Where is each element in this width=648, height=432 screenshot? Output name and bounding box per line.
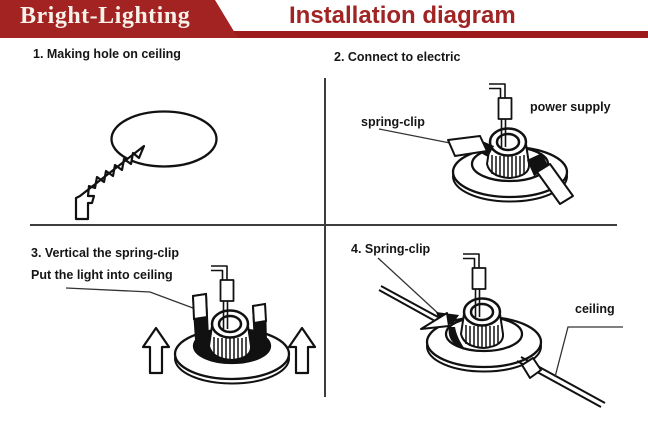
spring-clip-left [420,312,450,330]
hole-saw-illustration [74,110,218,221]
leader-line [378,128,451,144]
up-arrow-icon [287,326,317,375]
clip-right-white [251,302,268,325]
spring-clip-right [536,163,574,205]
leader-line [65,287,202,312]
page-title: Installation diagram [289,2,516,29]
leader-line [377,257,442,317]
step1-title: 1. Making hole on ceiling [33,47,181,61]
downlight-installed-illustration [377,252,623,408]
header-red-stripe [0,31,648,38]
spring-clip-right [521,357,542,379]
quadrant-divider-vertical [324,78,326,397]
brand-banner: Bright-Lighting [0,0,238,38]
ceiling-label: ceiling [575,302,615,316]
brand-logo-text: Bright-Lighting [20,3,191,29]
step4-title: 4. Spring-clip [351,242,431,256]
step3-title-line2: Put the light into ceiling [31,268,173,282]
step3-title-line1: 3. Vertical the spring-clip [31,246,179,260]
leader-line [554,326,623,378]
spring-clip-left [447,135,488,157]
up-arrow-icon [141,326,171,375]
power-supply-label: power supply [530,100,611,114]
spring-clip-label: spring-clip [361,115,425,129]
saw-tool-shape [74,144,146,221]
header: Bright-Lighting Installation diagram [0,0,648,38]
step2-title: 2. Connect to electric [334,50,461,64]
clip-right-black [254,320,266,344]
downlight-insert-illustration [65,264,317,385]
trim-shadow [448,327,465,349]
clip-left-white [191,292,209,321]
clip-left-black [194,316,208,340]
downlight [425,252,543,373]
downlight [173,264,291,385]
ceiling-panel-line [378,285,439,322]
quadrant-divider-horizontal [30,224,617,226]
downlight-connect-illustration [378,82,574,205]
